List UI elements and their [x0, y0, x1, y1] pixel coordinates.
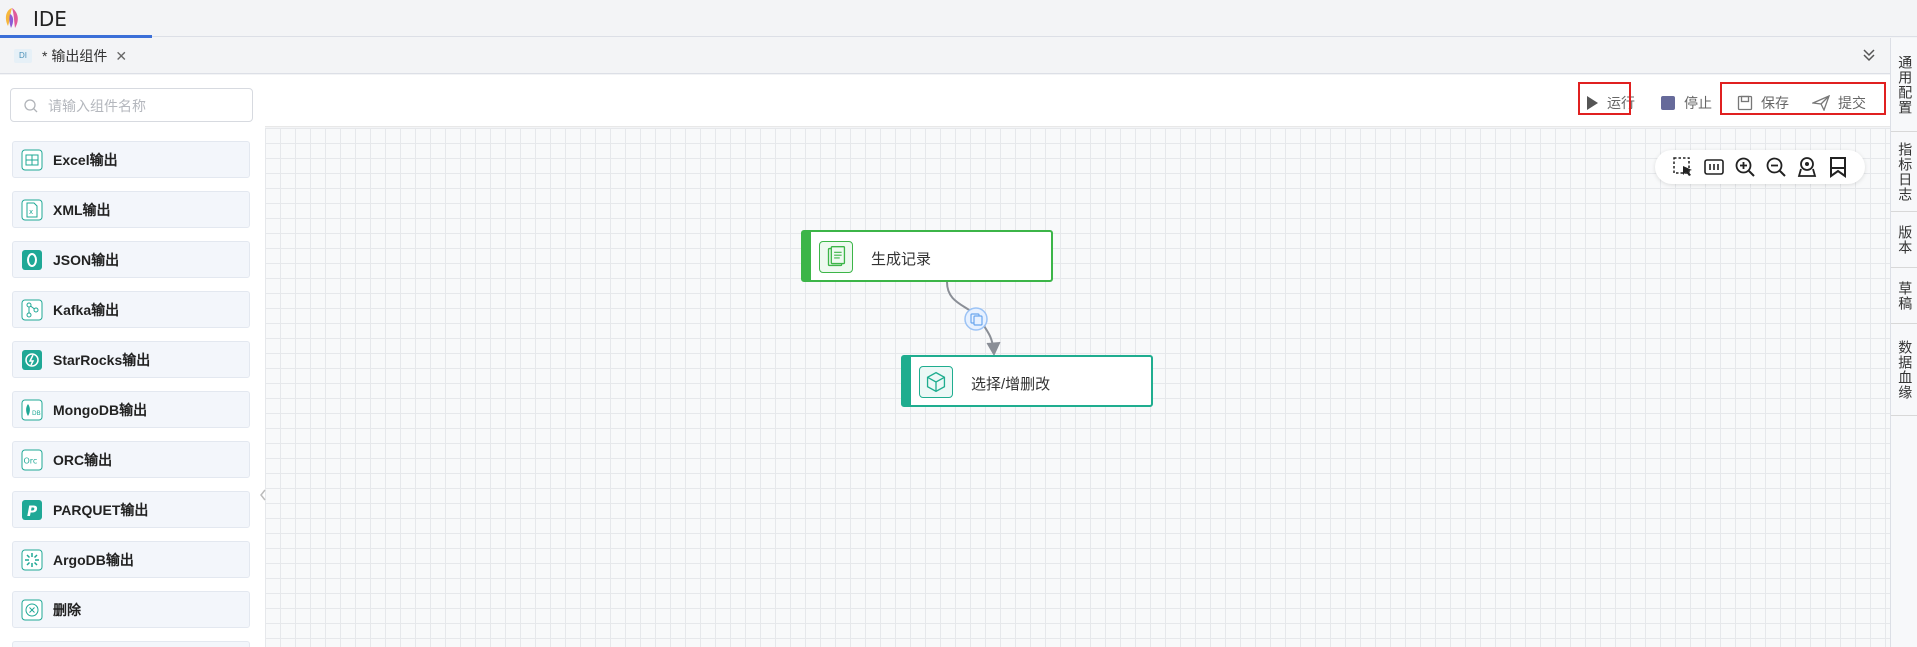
- stop-icon: [1661, 96, 1675, 110]
- svg-text:x: x: [29, 208, 33, 216]
- panel-data-lineage[interactable]: 数据血缘: [1891, 324, 1917, 416]
- panel-general-config[interactable]: 通用配置: [1891, 38, 1917, 132]
- search-input[interactable]: [48, 96, 243, 116]
- stop-label: 停止: [1684, 95, 1712, 111]
- box-select-icon[interactable]: [1672, 156, 1694, 178]
- component-item-orc[interactable]: Orc ORC输出: [12, 441, 250, 478]
- tab-label: * 输出组件: [42, 48, 108, 64]
- run-label: 运行: [1607, 95, 1635, 111]
- component-item-delete[interactable]: 删除: [12, 591, 250, 628]
- tab-output-components[interactable]: DI * 输出组件 ✕: [14, 46, 127, 66]
- stop-button[interactable]: 停止: [1660, 93, 1712, 113]
- close-icon[interactable]: ✕: [115, 47, 128, 64]
- component-label: Kafka输出: [53, 301, 120, 318]
- bookmark-icon[interactable]: [1827, 156, 1849, 178]
- run-highlight-box: [1578, 82, 1631, 115]
- title-bar: IDE: [0, 0, 1917, 38]
- xml-file-icon: x: [21, 199, 43, 220]
- records-icon: [819, 241, 853, 273]
- save-button[interactable]: 保存: [1737, 93, 1789, 113]
- component-search[interactable]: [10, 88, 253, 122]
- component-item-parquet[interactable]: P PARQUET输出: [12, 491, 250, 528]
- save-submit-highlight-box: [1720, 82, 1886, 115]
- panel-collapse-handle[interactable]: [254, 470, 272, 520]
- mongodb-icon: DB: [21, 399, 43, 420]
- component-label: 删除: [53, 601, 81, 618]
- save-icon: [1737, 95, 1753, 111]
- double-chevron-down-icon[interactable]: [1860, 46, 1878, 64]
- panel-draft[interactable]: 草稿: [1891, 268, 1917, 324]
- chevron-left-icon[interactable]: [254, 470, 272, 520]
- search-icon: [24, 99, 38, 113]
- right-side-panel: 通用配置 指标日志 版本 草稿 数据血缘: [1890, 38, 1917, 647]
- editor-toolbar: 运行 停止 保存 提交: [265, 75, 1890, 127]
- submit-button[interactable]: 提交: [1812, 93, 1866, 113]
- component-item-json[interactable]: JSON输出: [12, 241, 250, 278]
- svg-text:DB: DB: [32, 410, 41, 417]
- app-logo-icon: [5, 8, 18, 28]
- component-panel: Excel输出 x XML输出 JSON输出 Kafka输出 StarRo: [0, 75, 265, 647]
- active-title-indicator: [0, 35, 152, 38]
- component-label: ORC输出: [53, 451, 113, 468]
- panel-metrics-log[interactable]: 指标日志: [1891, 132, 1917, 212]
- svg-text:Orc: Orc: [24, 456, 38, 465]
- node-label: 选择/增删改: [971, 376, 1051, 393]
- component-label: PARQUET输出: [53, 501, 149, 518]
- submit-label: 提交: [1838, 95, 1866, 111]
- play-icon: [1587, 96, 1598, 110]
- send-icon: [1812, 95, 1830, 111]
- node-select-crud[interactable]: 选择/增删改: [901, 355, 1153, 407]
- canvas-toolbox: [1655, 150, 1865, 184]
- zoom-in-icon[interactable]: [1734, 156, 1756, 178]
- json-icon: [22, 249, 42, 270]
- cube-icon: [919, 366, 953, 398]
- component-label: StarRocks输出: [53, 351, 151, 368]
- panel-version[interactable]: 版本: [1891, 212, 1917, 268]
- component-label: JSON输出: [53, 251, 120, 268]
- node-accent-bar: [803, 232, 811, 280]
- parquet-icon: P: [22, 499, 42, 520]
- zoom-out-icon[interactable]: [1765, 156, 1787, 178]
- component-label: MongoDB输出: [53, 401, 148, 418]
- starrocks-icon: [22, 349, 42, 370]
- component-label: Excel输出: [53, 151, 118, 168]
- di-badge: DI: [14, 49, 32, 63]
- save-label: 保存: [1761, 95, 1789, 111]
- component-label: ArgoDB输出: [53, 551, 134, 568]
- fit-view-icon[interactable]: [1703, 156, 1725, 178]
- run-button[interactable]: 运行: [1585, 93, 1635, 113]
- locate-icon[interactable]: [1796, 156, 1818, 178]
- svg-text:P: P: [27, 504, 38, 520]
- argodb-icon: [21, 549, 43, 570]
- node-accent-bar: [903, 357, 911, 405]
- component-label: XML输出: [53, 201, 111, 218]
- table-icon: [21, 149, 43, 170]
- component-item-excel[interactable]: Excel输出: [12, 141, 250, 178]
- node-connection-edge[interactable]: [930, 280, 1010, 360]
- delete-icon: [21, 599, 43, 620]
- component-item-starrocks[interactable]: StarRocks输出: [12, 341, 250, 378]
- component-item-mongodb[interactable]: DB MongoDB输出: [12, 391, 250, 428]
- tab-bar: DI * 输出组件 ✕: [0, 38, 1890, 74]
- node-label: 生成记录: [871, 251, 932, 268]
- app-title: IDE: [33, 7, 67, 31]
- component-item-xml[interactable]: x XML输出: [12, 191, 250, 228]
- component-item-partial[interactable]: [12, 641, 250, 647]
- component-item-kafka[interactable]: Kafka输出: [12, 291, 250, 328]
- component-item-argodb[interactable]: ArgoDB输出: [12, 541, 250, 578]
- orc-icon: Orc: [21, 449, 43, 470]
- node-generate-records[interactable]: 生成记录: [801, 230, 1053, 282]
- kafka-icon: [21, 299, 43, 320]
